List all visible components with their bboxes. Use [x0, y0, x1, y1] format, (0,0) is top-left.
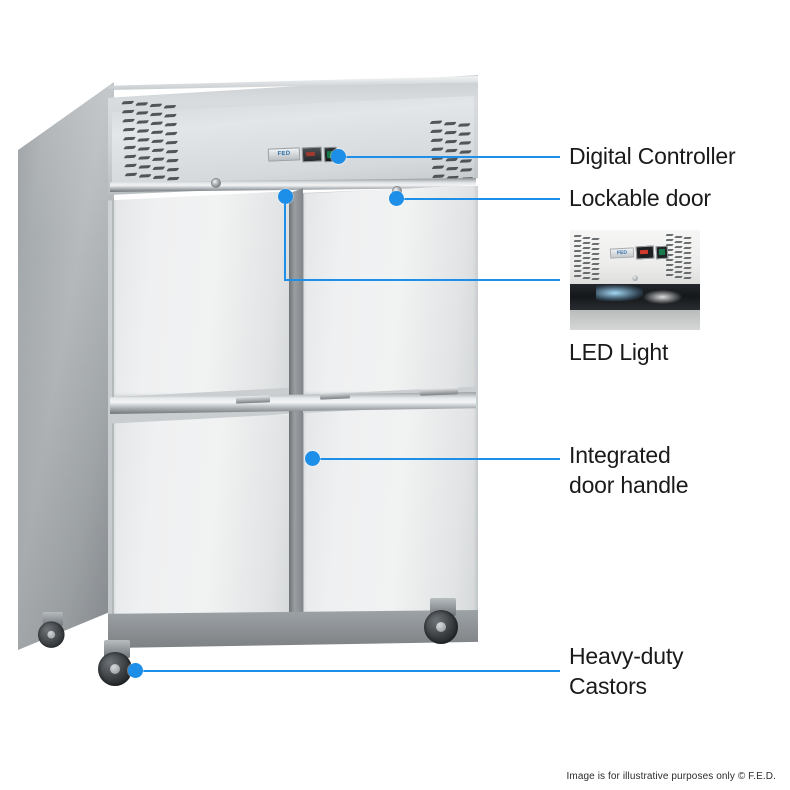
top-door-seam [110, 178, 476, 192]
door-top-right [302, 185, 476, 395]
callout-heavy-duty-castors: Heavy-duty Castors [569, 643, 684, 699]
door-bottom-left [112, 414, 292, 626]
cabinet-plinth [108, 610, 478, 648]
hinge-left [235, 395, 271, 404]
photo-controller-display [635, 245, 655, 260]
marker-digital-controller [331, 149, 346, 164]
leader-line-castors [141, 670, 560, 672]
marker-castors [128, 663, 143, 678]
photo-power-switch [655, 245, 669, 260]
photo-brand-badge: FED [609, 247, 635, 259]
door-lock-left-icon [211, 178, 221, 188]
leader-line-door-handle [318, 458, 560, 460]
hinge-right [319, 391, 351, 400]
door-bottom-right [302, 404, 476, 620]
photo-led-glow-secondary [642, 290, 682, 304]
callout-integrated-door-handle: Integrated door handle [569, 442, 689, 498]
marker-door-handle [305, 451, 320, 466]
leader-line-lockable-door [398, 198, 560, 200]
door-top-left [112, 191, 292, 397]
leader-line-led-vertical [284, 196, 286, 280]
digital-controller-display [301, 146, 323, 163]
leader-line-digital-controller [338, 156, 560, 158]
marker-lockable-door [389, 191, 404, 206]
callout-lockable-door: Lockable door [569, 185, 711, 211]
callout-digital-controller: Digital Controller [569, 143, 736, 169]
photo-floor [570, 310, 700, 330]
led-light-photo: FED [570, 230, 700, 330]
photo-vents-right [666, 234, 696, 282]
brand-badge: FED [267, 147, 301, 162]
cabinet-side-panel [18, 82, 114, 650]
photo-led-glow [596, 285, 643, 301]
ventilation-louvres-left [120, 97, 186, 186]
photo-vents-left [574, 235, 604, 281]
center-mullion-post [289, 188, 303, 636]
callout-led-light: LED Light [569, 339, 669, 365]
disclaimer-text: Image is for illustrative purposes only … [566, 771, 776, 782]
mid-rail [110, 392, 476, 414]
leader-line-led-horizontal [284, 279, 560, 281]
refrigerator-illustration: FED [0, 0, 520, 720]
photo-screw [632, 275, 638, 281]
